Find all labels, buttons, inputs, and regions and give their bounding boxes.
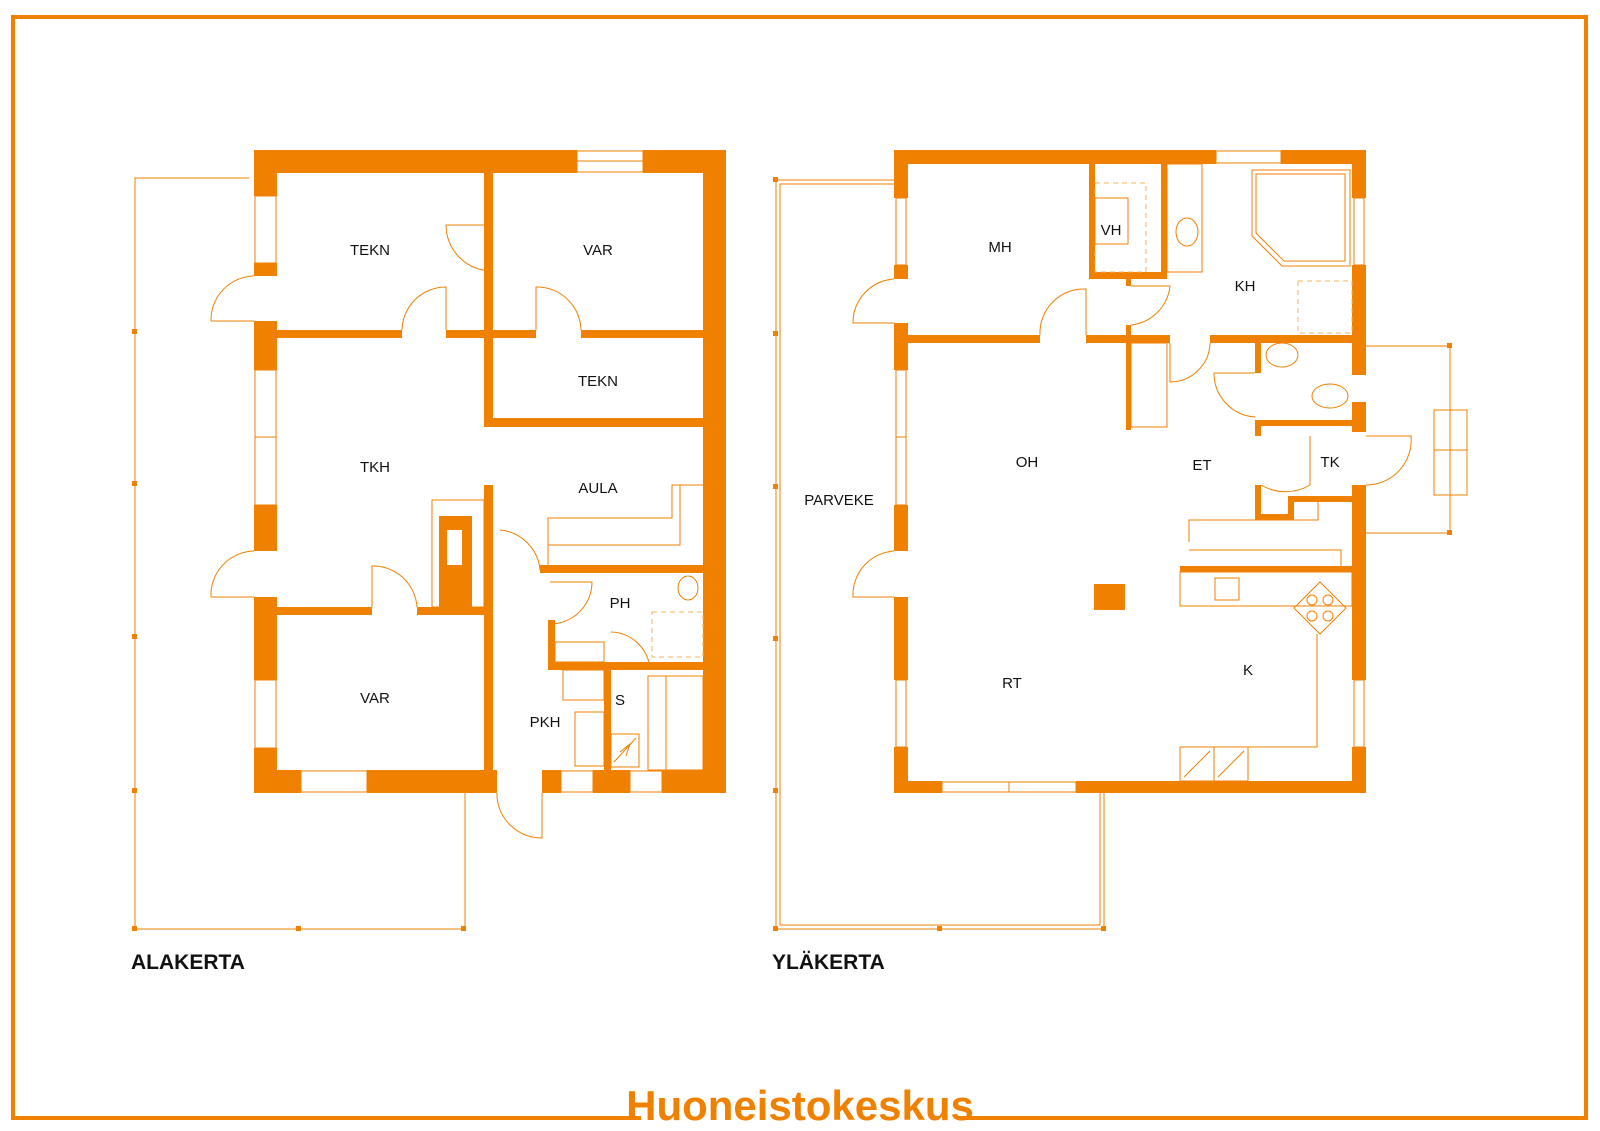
floor-title: ALAKERTA: [131, 951, 245, 974]
floor-title: YLÄKERTA: [772, 951, 885, 974]
room-label: KH: [1235, 278, 1256, 295]
exterior-walls: [254, 150, 726, 793]
room-label: TEKN: [578, 373, 618, 390]
brand-logo: Huoneistokeskus: [626, 1082, 974, 1129]
ground-floor-plan: TEKN VAR TEKN TKH AULA PH S PKH VAR ALAK…: [131, 150, 726, 974]
room-label: RT: [1002, 675, 1022, 692]
room-label: OH: [1016, 454, 1039, 471]
room-label: TKH: [360, 459, 390, 476]
room-label: PARVEKE: [804, 492, 873, 509]
room-label: S: [615, 692, 625, 709]
room-label: VAR: [360, 690, 390, 707]
room-label: ET: [1192, 457, 1211, 474]
room-label: TK: [1320, 454, 1339, 471]
exterior-walls: [894, 150, 1366, 793]
upper-floor-plan: MH VH KH OH ET TK PARVEKE RT K YLÄKERTA: [772, 150, 1468, 974]
doors: [210, 224, 651, 839]
room-labels: TEKN VAR TEKN TKH AULA PH S PKH VAR: [350, 242, 630, 731]
room-labels: MH VH KH OH ET TK PARVEKE RT K: [804, 222, 1339, 692]
room-label: MH: [988, 239, 1011, 256]
room-label: VAR: [583, 242, 613, 259]
room-label: PH: [610, 595, 631, 612]
room-label: TEKN: [350, 242, 390, 259]
fixtures: [431, 484, 704, 771]
page-frame: [11, 15, 1588, 1120]
windows: [254, 150, 663, 793]
windows: [895, 150, 1365, 793]
room-label: VH: [1101, 222, 1122, 239]
room-label: K: [1243, 662, 1253, 679]
terrace-outline: [132, 177, 466, 931]
room-label: PKH: [530, 714, 561, 731]
doors: [852, 278, 1412, 598]
interior-walls: [277, 173, 703, 770]
room-label: AULA: [578, 480, 617, 497]
balcony-outline: [773, 177, 1468, 931]
fixtures: [1094, 163, 1353, 782]
interior-walls: [908, 164, 1352, 610]
